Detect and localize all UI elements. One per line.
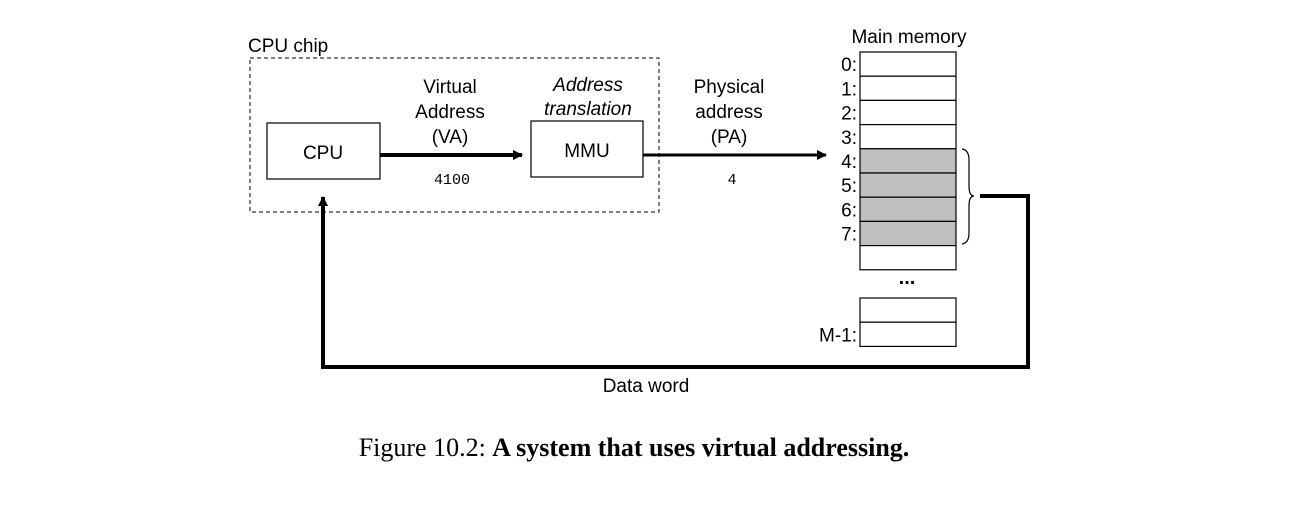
memory-tail-row-label-1: M-1: [819, 325, 857, 346]
virtual-address-label-line2: Address [415, 102, 485, 123]
cpu-chip-label: CPU chip [248, 36, 328, 57]
memory-row-cell-6 [859, 196, 957, 222]
cpu-label: CPU [303, 143, 343, 164]
memory-row-label-0: 0: [841, 55, 857, 76]
memory-row-label-5: 5: [841, 176, 857, 197]
mmu-box [530, 120, 644, 178]
address-translation-label-line1: Address [552, 75, 623, 96]
mmu-label: MMU [564, 141, 609, 162]
memory-tail-row-cell-0 [859, 297, 957, 323]
memory-row-cell-1 [859, 75, 957, 101]
memory-tail-row-cell-1 [859, 321, 957, 348]
caption-prefix: Figure 10.2: [359, 433, 493, 462]
memory-rows: 0: 1: 2: 3: 4: 5: 6: 7: [841, 51, 957, 271]
memory-row-label-1: 1: [841, 79, 857, 100]
caption-title: A system that uses virtual addressing. [492, 433, 909, 462]
physical-address-label-line2: address [695, 102, 763, 123]
virtual-address-label-line3: (VA) [432, 127, 469, 148]
cpu-box [266, 122, 381, 180]
data-word-label: Data word [603, 376, 690, 397]
memory-row-cell-5 [859, 172, 957, 198]
block-brace [961, 148, 975, 245]
main-memory-label: Main memory [851, 27, 967, 48]
memory-row-label-7: 7: [841, 225, 857, 246]
memory-row-cell-7 [859, 220, 957, 247]
memory-row-cell-4 [859, 148, 957, 174]
virtual-address-label-line1: Virtual [423, 77, 477, 98]
memory-row-cell-3 [859, 123, 957, 150]
data-word-path [318, 194, 1030, 369]
memory-row-cell-8 [859, 245, 957, 271]
physical-address-label-line1: Physical [694, 77, 765, 98]
address-translation-label-line2: translation [544, 99, 632, 120]
memory-tail-rows: M-1: [819, 297, 957, 348]
memory-row-cell-2 [859, 99, 957, 126]
physical-address-label-line3: (PA) [711, 127, 748, 148]
figure-caption: Figure 10.2: A system that uses virtual … [359, 433, 910, 462]
physical-address-value: 4 [727, 172, 736, 189]
memory-row-label-4: 4: [841, 152, 857, 173]
memory-ellipsis: ... [899, 267, 916, 289]
memory-row-label-2: 2: [841, 104, 857, 125]
cpu-chip-boundary [249, 57, 660, 213]
memory-row-label-3: 3: [841, 128, 857, 149]
virtual-address-value: 4100 [434, 172, 470, 189]
memory-row-cell-0 [859, 51, 957, 77]
memory-row-label-6: 6: [841, 200, 857, 221]
